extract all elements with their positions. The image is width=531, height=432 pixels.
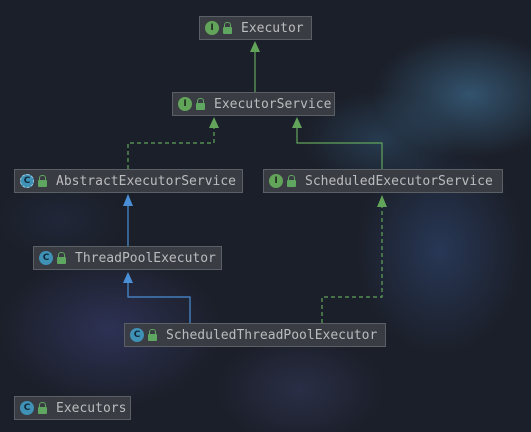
arrowhead-executor [250,41,260,52]
interface-icon: I [269,174,283,188]
arrowhead-abstractexecutorservice [123,194,133,206]
lock-icon [38,402,47,414]
arrowhead-executorservice-left [209,117,219,128]
lock-icon [148,329,157,341]
node-label: ScheduledExecutorService [305,173,493,189]
node-scheduled-thread-pool-executor[interactable]: C ScheduledThreadPoolExecutor [124,323,386,347]
node-label: Executors [56,400,127,416]
class-icon: C [130,328,144,342]
arrowhead-threadpoolexecutor [123,272,133,283]
node-scheduled-executor-service[interactable]: I ScheduledExecutorService [263,169,503,193]
abstract-class-icon: C [20,174,34,188]
edge-scheduledexecutorservice-to-executorservice [296,128,383,169]
class-icon: C [39,251,53,265]
node-thread-pool-executor[interactable]: C ThreadPoolExecutor [33,246,222,270]
node-executor-service[interactable]: I ExecutorService [172,92,335,116]
lock-icon [196,98,205,110]
lock-icon [38,175,47,187]
node-label: Executor [241,20,304,36]
edge-scheduledthreadpoolexecutor-to-threadpoolexecutor [127,283,191,323]
node-label: ScheduledThreadPoolExecutor [166,327,378,343]
node-label: ExecutorService [214,96,332,112]
edge-abstractexecutorservice-to-executorservice [127,128,215,169]
lock-icon [57,252,66,264]
node-executors[interactable]: C Executors [14,396,131,420]
edge-scheduledthreadpoolexecutor-to-scheduledexecutorservice [321,207,383,323]
lock-icon [287,175,296,187]
lock-icon [223,22,232,34]
node-label: ThreadPoolExecutor [75,250,216,266]
arrowhead-executorservice-right [292,117,302,128]
interface-icon: I [205,21,219,35]
node-executor[interactable]: I Executor [199,16,312,40]
class-icon: C [20,401,34,415]
interface-icon: I [178,97,192,111]
node-label: AbstractExecutorService [56,173,237,189]
node-abstract-executor-service[interactable]: C AbstractExecutorService [14,169,243,193]
arrowhead-scheduledexecutorservice [377,195,387,207]
